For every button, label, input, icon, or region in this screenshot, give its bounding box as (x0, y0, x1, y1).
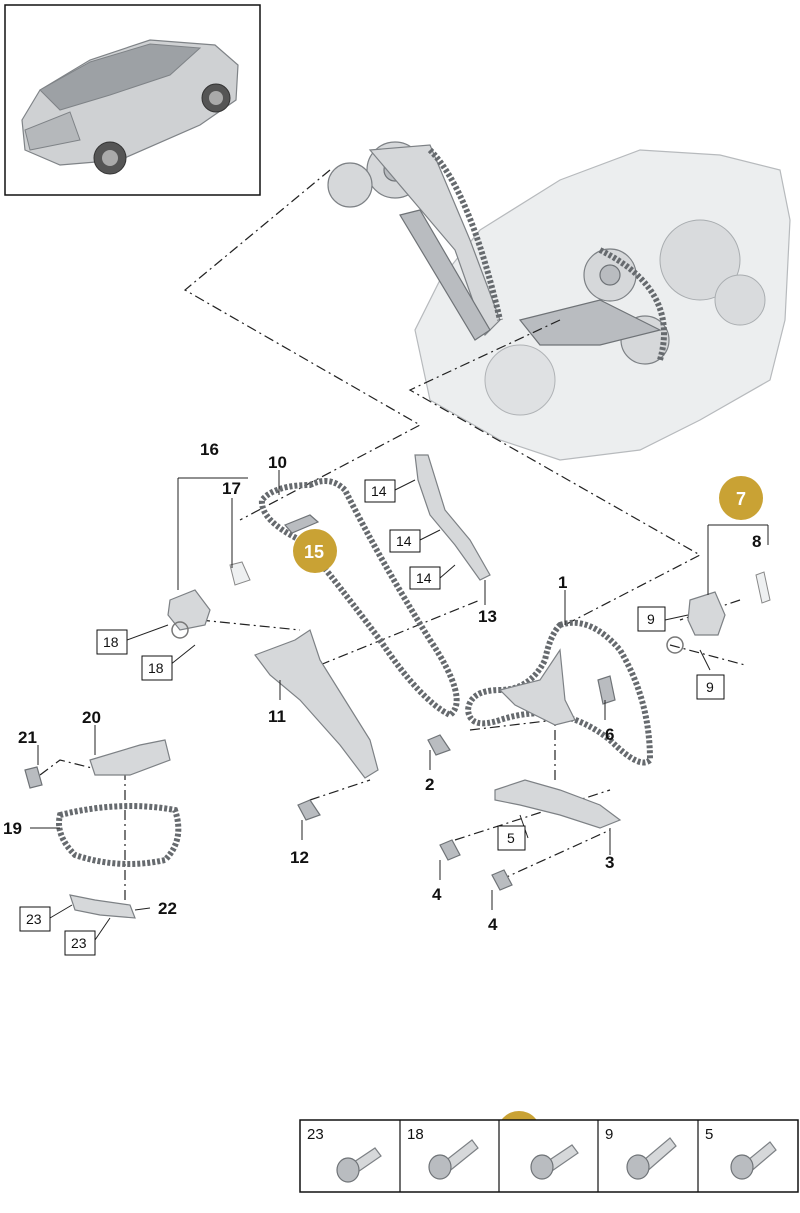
vehicle-thumbnail (4, 4, 261, 196)
callout-21: 21 (18, 728, 37, 747)
callout-12: 12 (290, 848, 309, 867)
box-callout-14c: 14 (416, 570, 432, 586)
badge-15-circle (293, 529, 337, 573)
timing-chain-10 (258, 478, 460, 719)
boxed-callouts: 14 14 14 18 18 9 9 5 23 23 (19, 479, 725, 956)
bolt-table-label-23: 23 (307, 1126, 324, 1143)
bolt-icon-14 (530, 1144, 579, 1180)
oil-pump-drive (24, 739, 182, 919)
box-callout-14b: 14 (396, 533, 412, 549)
bolt-table-label-18: 18 (407, 1126, 424, 1143)
callout-3: 3 (605, 853, 614, 872)
callout-22: 22 (158, 899, 177, 918)
box-callout-23b: 23 (71, 935, 87, 951)
box-callout-5: 5 (507, 830, 515, 846)
callout-10: 10 (268, 453, 287, 472)
bolt-icon-5 (730, 1141, 777, 1180)
bolt-table-label-5: 5 (705, 1126, 713, 1143)
box-callout-9b: 9 (706, 679, 714, 695)
box-callout-18a: 18 (103, 634, 119, 650)
badge-7: 7 (736, 489, 746, 509)
tensioner-7 (666, 571, 771, 654)
bolt-icon-9 (626, 1137, 677, 1180)
highlight-badges: 15 7 14 (293, 476, 763, 1155)
callout-labels: 1 2 3 4 4 6 8 10 11 12 13 16 17 19 20 21… (3, 440, 761, 934)
callout-4b: 4 (488, 915, 498, 934)
tensioner-16 (167, 561, 251, 639)
callout-19: 19 (3, 819, 22, 838)
badge-15: 15 (304, 542, 324, 562)
tensioner-rail-11 (254, 629, 379, 779)
bolt-table: 23 18 9 5 (299, 1119, 799, 1193)
bolt-icon-18 (428, 1139, 479, 1180)
callout-2: 2 (425, 775, 434, 794)
bolt-icon-23 (336, 1147, 382, 1183)
callout-6: 6 (605, 725, 614, 744)
chain-guide-13 (414, 454, 491, 581)
box-callout-23a: 23 (26, 911, 42, 927)
callout-1: 1 (558, 573, 567, 592)
bolts-12-2 (297, 734, 451, 821)
engine-block-illustration (327, 141, 791, 461)
box-callout-9a: 9 (647, 611, 655, 627)
callout-16: 16 (200, 440, 219, 459)
chain-1 (464, 619, 654, 766)
guide-rail-3 (439, 779, 622, 891)
callout-13: 13 (478, 607, 497, 626)
callout-11: 11 (268, 707, 286, 726)
box-callout-14a: 14 (371, 483, 387, 499)
callout-20: 20 (82, 708, 101, 727)
dash-dot-leaders (39, 169, 746, 905)
callout-8: 8 (752, 532, 761, 551)
callout-4a: 4 (432, 885, 442, 904)
box-callout-18b: 18 (148, 660, 164, 676)
callout-17: 17 (222, 479, 241, 498)
bolt-table-label-9: 9 (605, 1126, 613, 1143)
tensioner-15 (283, 514, 320, 534)
badge-7-circle (719, 476, 763, 520)
